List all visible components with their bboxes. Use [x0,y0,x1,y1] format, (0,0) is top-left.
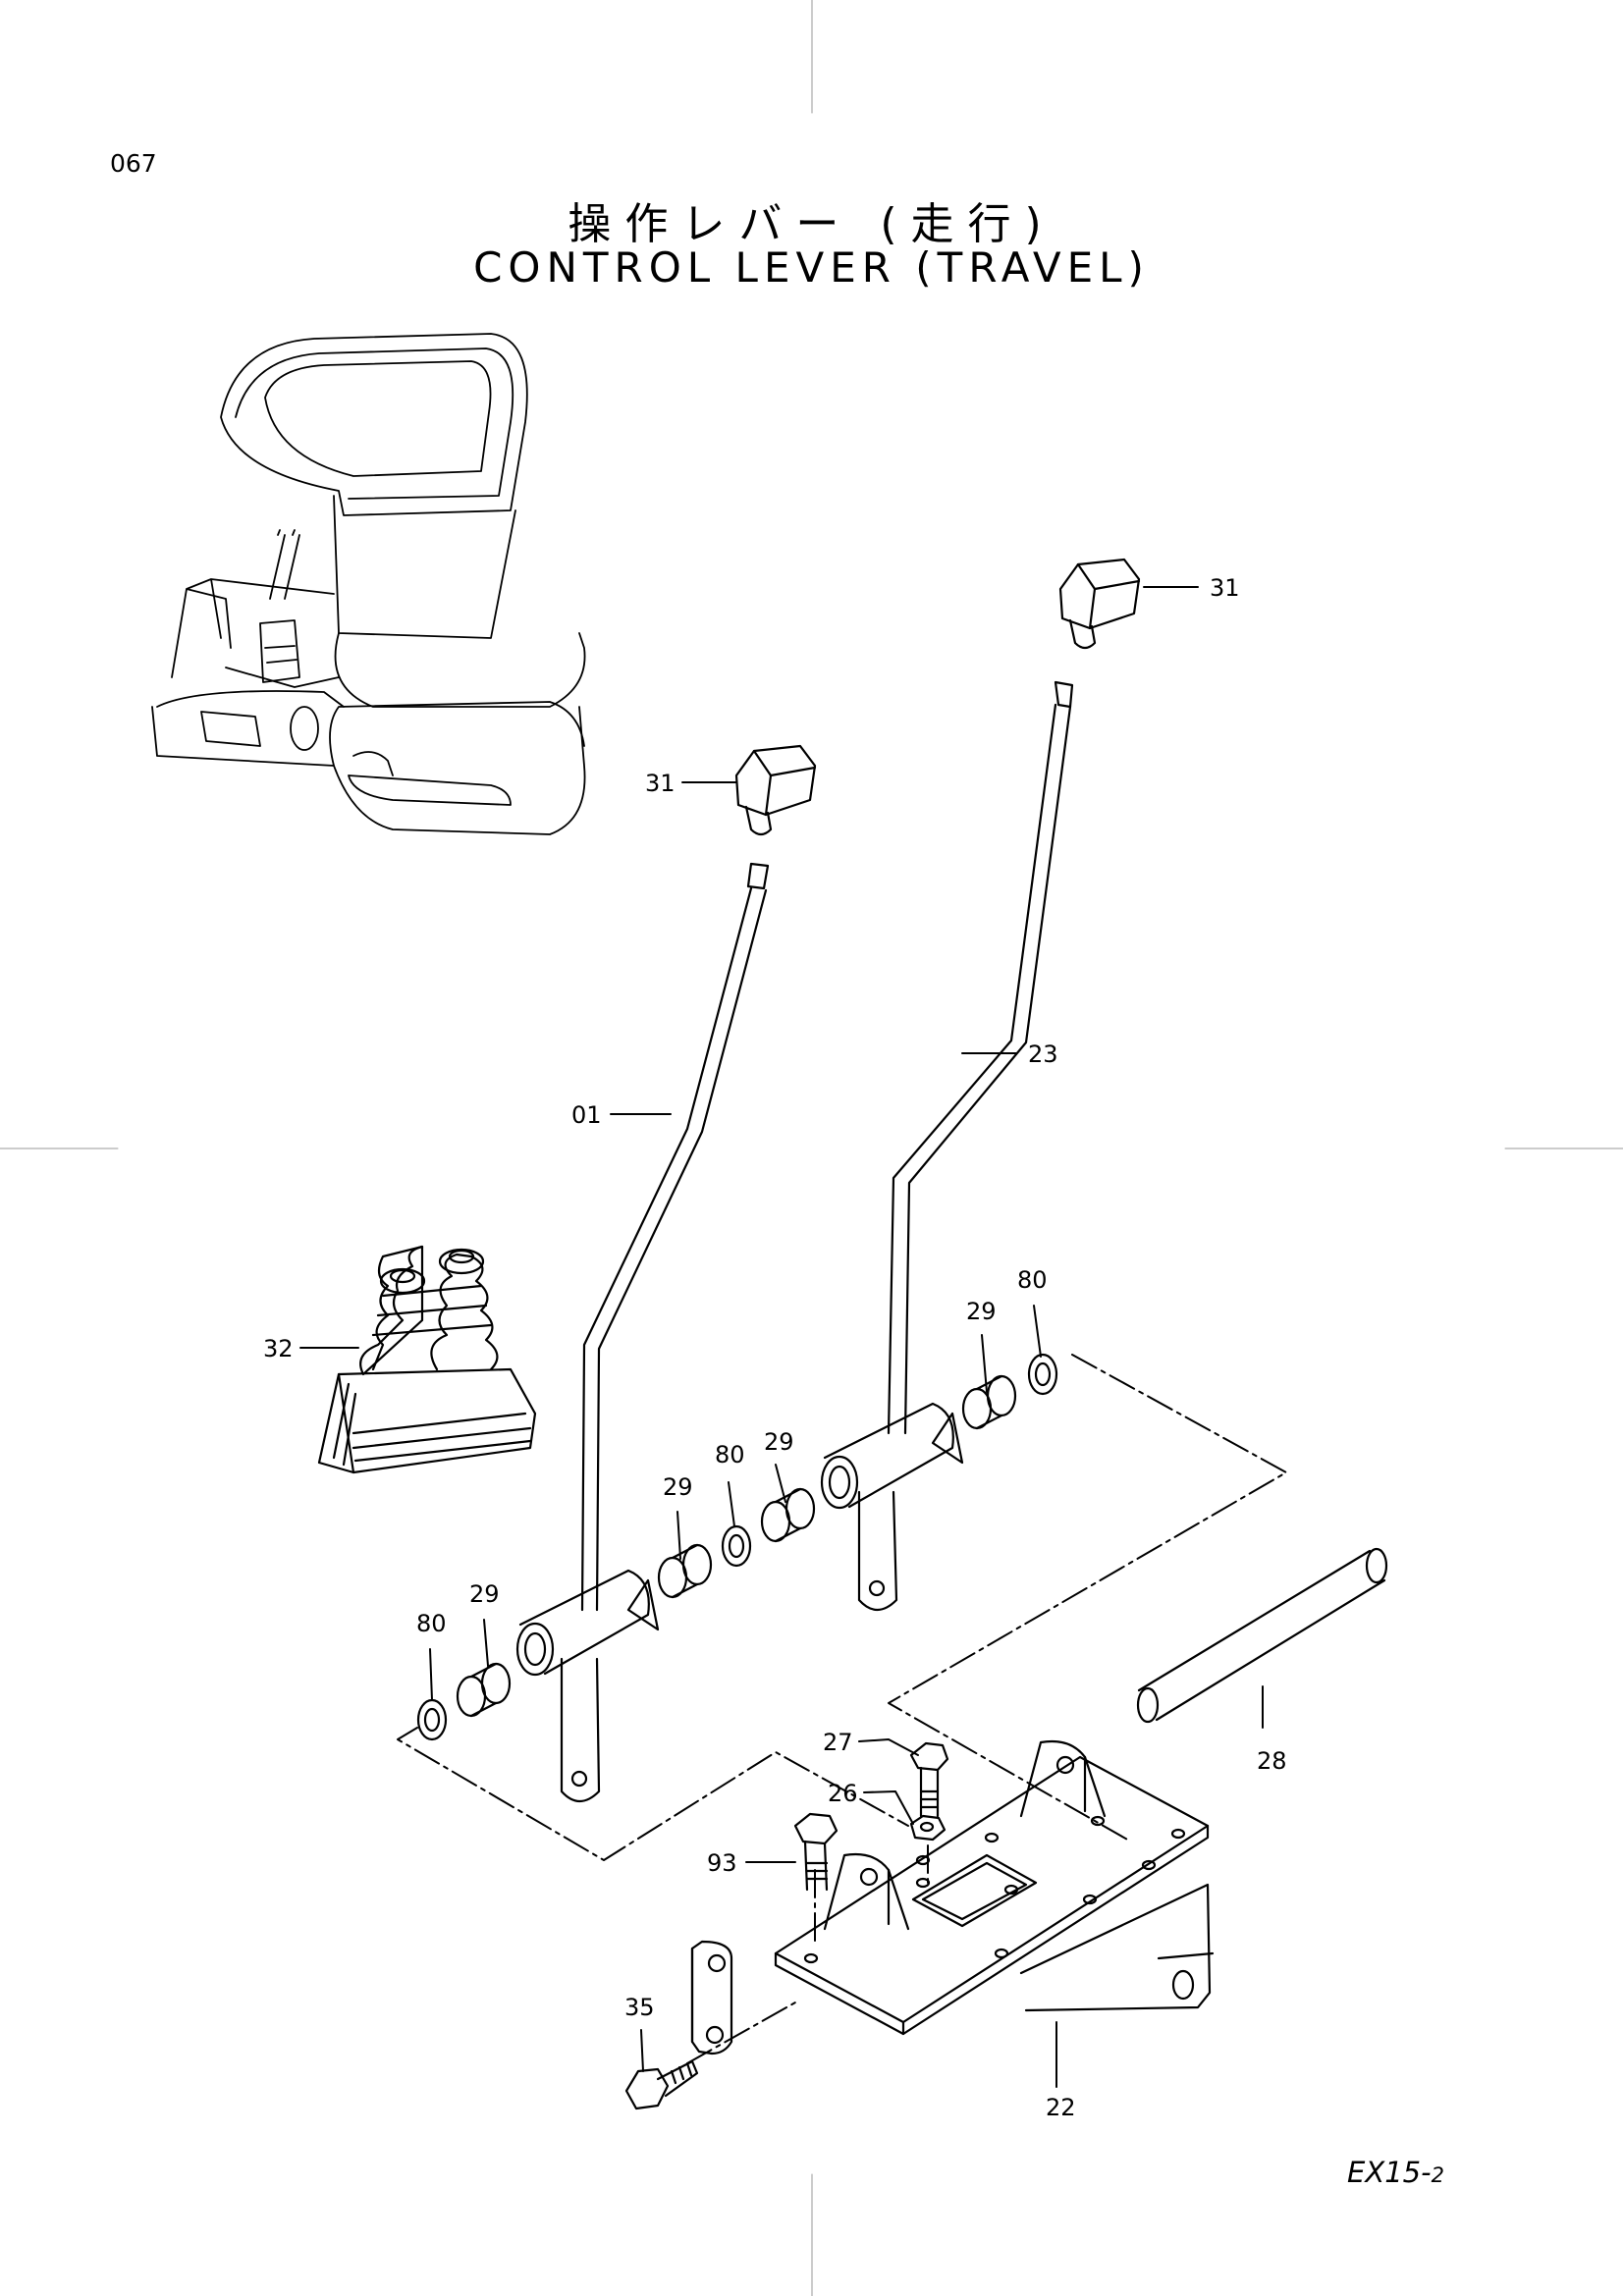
page-title-japanese: 操作レバー (走行) [568,199,1055,249]
grip-knob-right [1054,558,1141,709]
bolt-27 [909,1741,949,1818]
callout-29-mid2: 29 [663,1473,693,1501]
callout-27: 27 [823,1729,853,1756]
washer-80-mid [721,1524,752,1568]
callout-labels: 31 31 23 01 80 29 32 29 80 29 29 80 27 2… [263,574,1287,2121]
callout-29-right: 29 [966,1298,997,1325]
link-plate [690,1940,733,2056]
washer-80-right [1027,1353,1058,1396]
bushing-29-mid [760,1487,816,1543]
leader-lines [299,586,1264,2088]
shaft-28 [1136,1547,1388,1724]
lever-rod-right [887,703,1072,1435]
bolt-93 [793,1812,839,1892]
model-code-main: EX15- [1347,2156,1432,2189]
bushing-29-left [456,1662,512,1718]
pivot-tube-left [515,1569,660,1803]
callout-93: 93 [707,1849,737,1877]
callout-22: 22 [1046,2094,1076,2121]
callout-29-left: 29 [469,1580,500,1608]
callout-23: 23 [1028,1041,1058,1068]
callout-31-right: 31 [1210,574,1240,602]
page-number: 067 [110,149,157,178]
callout-26: 26 [828,1780,858,1807]
callout-80-right: 80 [1017,1266,1048,1294]
callout-29-mid: 29 [764,1428,794,1456]
callout-80-left: 80 [416,1610,447,1637]
bracket-base-22 [774,1739,1215,2036]
model-code: EX15-2 [1347,2156,1444,2189]
bushing-29-right [961,1374,1017,1430]
washer-80-left [416,1698,448,1741]
page-title-english: CONTROL LEVER (TRAVEL) [473,243,1150,292]
callout-35: 35 [624,1994,655,2021]
pivot-tube-right [820,1402,964,1612]
rubber-boot-32 [317,1245,537,1474]
callout-31-left: 31 [645,770,676,797]
excavator-overview-illustration [151,333,586,835]
bushing-29-mid2 [657,1543,713,1599]
callout-32: 32 [263,1335,294,1362]
assembly-lines [397,1354,1287,2064]
grip-knob-left [734,744,817,890]
callout-01: 01 [571,1101,602,1129]
model-code-suffix: 2 [1431,2163,1444,2187]
bolt-35 [624,2059,699,2110]
callout-28: 28 [1257,1747,1287,1775]
callout-80-mid: 80 [715,1441,745,1468]
lever-rod-left [580,886,768,1612]
nut-26 [909,1814,947,1842]
